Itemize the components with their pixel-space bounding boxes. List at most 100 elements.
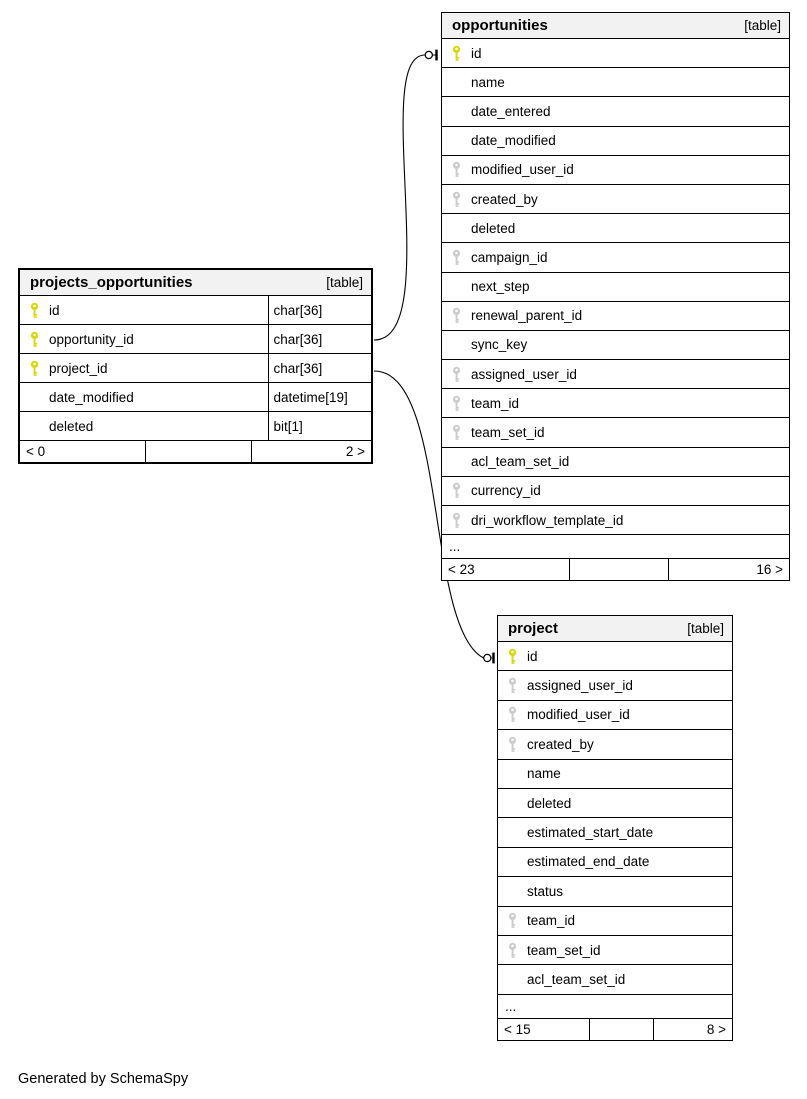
column-type: char[36] xyxy=(267,296,372,324)
column-icon-spacer xyxy=(506,824,519,841)
column-name: acl_team_set_id xyxy=(471,454,570,470)
foreign-key-icon xyxy=(506,942,519,959)
column-name: id xyxy=(471,45,482,61)
foreign-key-icon xyxy=(450,482,463,499)
foreign-key-icon xyxy=(450,249,463,266)
column-name: dri_workflow_template_id xyxy=(471,512,624,528)
column-name: status xyxy=(527,883,564,899)
column-name: deleted xyxy=(49,418,94,434)
one-bar xyxy=(492,652,495,664)
foreign-key-icon xyxy=(450,161,463,178)
column-name: team_id xyxy=(527,913,576,929)
column-name: id xyxy=(527,648,538,664)
column-name: assigned_user_id xyxy=(527,678,633,694)
column-name: deleted xyxy=(527,795,572,811)
column-name: sync_key xyxy=(471,337,528,353)
primary-key-icon xyxy=(506,648,519,665)
column-row-modified_user_id: modified_user_id xyxy=(442,155,789,185)
column-row-assigned_user_id: assigned_user_id xyxy=(498,671,732,701)
truncated-columns-row: ... xyxy=(442,535,789,560)
footer-implied-count: < 23 xyxy=(448,562,475,578)
column-row-name: name xyxy=(498,759,732,789)
column-row-created_by: created_by xyxy=(442,184,789,215)
column-row-campaign_id: campaign_id xyxy=(442,243,789,273)
footer-middle-cell xyxy=(569,559,668,580)
zero-or-one-circle xyxy=(483,653,492,663)
one-bar xyxy=(435,49,438,61)
column-row-date_modified: date_modified xyxy=(442,126,789,156)
table-footer: < 0 2 > xyxy=(20,441,371,462)
column-name: opportunity_id xyxy=(49,331,134,347)
column-name: team_set_id xyxy=(471,425,545,441)
column-name: created_by xyxy=(471,191,538,207)
foreign-key-icon xyxy=(506,706,519,723)
column-row-team_set_id: team_set_id xyxy=(442,418,789,448)
table-footer: < 15 8 > xyxy=(498,1018,732,1041)
footer-implied-count: < 15 xyxy=(504,1022,531,1038)
column-row-team_set_id: team_set_id xyxy=(498,935,732,966)
primary-key-icon xyxy=(28,331,41,348)
column-row-sync_key: sync_key xyxy=(442,330,789,361)
column-row-currency_id: currency_id xyxy=(442,476,789,506)
column-icon-spacer xyxy=(450,336,463,353)
table-header[interactable]: projects_opportunities[table] xyxy=(20,270,371,296)
table-header[interactable]: project[table] xyxy=(498,616,732,642)
foreign-key-icon xyxy=(450,191,463,208)
column-name: created_by xyxy=(527,736,594,752)
column-row-id: id xyxy=(442,39,789,69)
column-row-dri_workflow_template_id: dri_workflow_template_id xyxy=(442,506,789,536)
column-row-date_entered: date_entered xyxy=(442,97,789,127)
column-icon-spacer xyxy=(450,74,463,91)
footer-middle-cell xyxy=(145,441,251,462)
column-row-deleted: deleted xyxy=(442,214,789,244)
column-icon-spacer xyxy=(506,765,519,782)
column-name: date_modified xyxy=(471,133,556,149)
column-type: char[36] xyxy=(267,325,372,353)
column-name: campaign_id xyxy=(471,249,548,265)
column-name: date_modified xyxy=(49,389,134,405)
column-name: date_entered xyxy=(471,103,551,119)
column-row-deleted: deleted xyxy=(498,788,732,819)
column-name: name xyxy=(471,74,505,90)
column-row-estimated_start_date: estimated_start_date xyxy=(498,818,732,848)
column-icon-spacer xyxy=(450,453,463,470)
column-name: assigned_user_id xyxy=(471,366,577,382)
table-badge: [table] xyxy=(687,621,724,636)
foreign-key-icon xyxy=(450,395,463,412)
column-row-id: id xyxy=(498,642,732,672)
footer-middle-cell xyxy=(589,1018,653,1041)
column-name: project_id xyxy=(49,360,108,376)
column-icon-spacer xyxy=(28,389,41,406)
column-row-status: status xyxy=(498,877,732,907)
column-icon-spacer xyxy=(28,418,41,435)
column-row-name: name xyxy=(442,68,789,98)
column-type: char[36] xyxy=(267,354,372,382)
foreign-key-icon xyxy=(450,512,463,529)
column-row-opportunity_id: opportunity_id char[36] xyxy=(20,325,371,354)
foreign-key-icon xyxy=(506,912,519,929)
foreign-key-icon xyxy=(450,424,463,441)
column-row-estimated_end_date: estimated_end_date xyxy=(498,847,732,878)
column-name: team_id xyxy=(471,395,520,411)
table-badge: [table] xyxy=(744,18,781,33)
footer-related-count: 2 > xyxy=(251,441,371,462)
table-header[interactable]: opportunities[table] xyxy=(442,13,789,39)
column-name: currency_id xyxy=(471,483,541,499)
column-row-renewal_parent_id: renewal_parent_id xyxy=(442,301,789,331)
column-row-next_step: next_step xyxy=(442,272,789,302)
column-row-project_id: project_id char[36] xyxy=(20,354,371,383)
foreign-key-icon xyxy=(506,736,519,753)
column-name: next_step xyxy=(471,279,530,295)
column-name: team_set_id xyxy=(527,942,601,958)
generated-by-note: Generated by SchemaSpy xyxy=(18,1071,189,1087)
column-icon-spacer xyxy=(450,103,463,120)
footer-implied-count: < 0 xyxy=(26,444,46,459)
footer-related-count: 8 > xyxy=(653,1018,732,1041)
